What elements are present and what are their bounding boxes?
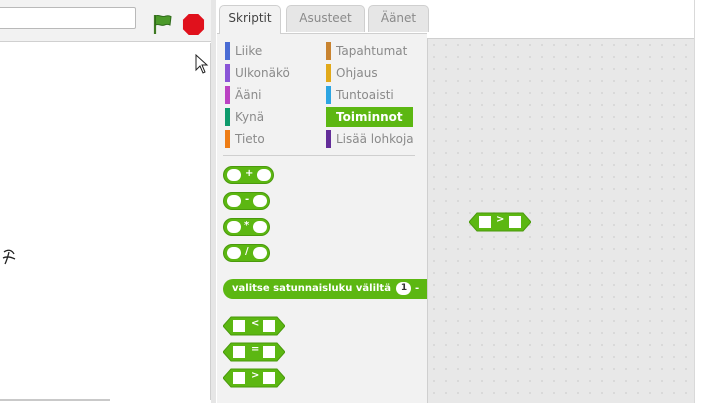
category-color-swatch [225, 86, 230, 104]
block-label: valitse satunnaisluku väliltä [232, 283, 391, 294]
equals-block[interactable]: = [223, 342, 285, 362]
subtract-block[interactable]: - [223, 192, 270, 210]
category-color-swatch [326, 130, 331, 148]
sprite-icon [2, 249, 16, 265]
category-label: Tuntoaisti [336, 88, 394, 102]
operator-label: - [245, 194, 250, 205]
category-label: Tieto [235, 132, 265, 146]
value-slot[interactable] [263, 372, 275, 384]
palette-divider [223, 155, 415, 156]
value-slot[interactable] [233, 320, 245, 332]
operator-label: + [245, 168, 254, 179]
divide-block[interactable]: / [223, 244, 270, 262]
greater-than-block[interactable]: > [469, 212, 531, 232]
number-slot[interactable] [253, 195, 267, 207]
category-color-swatch [225, 130, 230, 148]
value-slot[interactable] [263, 320, 275, 332]
category-label: Tapahtumat [336, 44, 408, 58]
value-slot[interactable] [479, 216, 491, 228]
value-slot[interactable] [233, 372, 245, 384]
value-slot[interactable] [233, 346, 245, 358]
panel-divider [211, 0, 216, 403]
category-label: Liike [235, 44, 263, 58]
tab-sounds[interactable]: Äänet [368, 5, 429, 32]
window-edge [694, 0, 702, 403]
multiply-block[interactable]: * [223, 218, 270, 236]
category-color-swatch [326, 42, 331, 60]
category-events[interactable]: Tapahtumat [326, 42, 407, 60]
number-slot[interactable] [227, 169, 241, 181]
number-slot[interactable] [227, 195, 241, 207]
greater-than-block[interactable]: > [223, 368, 285, 388]
green-flag-icon[interactable] [150, 12, 174, 36]
category-color-swatch [326, 64, 331, 82]
number-slot[interactable] [253, 247, 267, 259]
pick-random-block[interactable]: valitse satunnaisluku väliltä 1 - [223, 279, 427, 299]
category-motion[interactable]: Liike [225, 42, 262, 60]
category-label: Toiminnot [336, 110, 403, 124]
number-slot[interactable]: 1 [396, 281, 412, 295]
block-palette: Liike Tapahtumat Ulkonäkö Ohjaus Ääni Tu… [217, 33, 427, 403]
category-label: Ohjaus [336, 66, 378, 80]
operator-label: > [251, 370, 260, 381]
operator-label: * [244, 220, 250, 231]
tab-scripts[interactable]: Skriptit [219, 5, 281, 34]
operator-label: > [496, 214, 505, 225]
stage-canvas[interactable] [0, 43, 211, 400]
project-title-input[interactable] [0, 7, 136, 29]
category-color-swatch [225, 42, 230, 60]
stop-sign-icon[interactable] [182, 13, 205, 36]
operator-label: / [245, 246, 249, 257]
value-slot[interactable] [509, 216, 521, 228]
category-data[interactable]: Tieto [225, 130, 265, 148]
category-color-swatch [225, 64, 230, 82]
category-label: Ulkonäkö [235, 66, 290, 80]
category-label: Kynä [235, 110, 265, 124]
category-color-swatch [326, 86, 331, 104]
number-slot[interactable] [257, 169, 271, 181]
stage-header [0, 0, 211, 42]
number-slot[interactable] [227, 221, 241, 233]
category-pen[interactable]: Kynä [225, 108, 264, 126]
category-label: Ääni [235, 88, 262, 102]
number-slot[interactable] [227, 247, 241, 259]
operator-label: = [251, 344, 260, 355]
block-label-tail: - [414, 283, 420, 294]
number-slot[interactable] [253, 221, 267, 233]
scripts-area[interactable]: > [427, 38, 694, 403]
stage-scrollbar[interactable] [0, 399, 110, 401]
category-sensing[interactable]: Tuntoaisti [326, 86, 394, 104]
operator-label: < [251, 318, 260, 329]
tab-costumes[interactable]: Asusteet [286, 5, 365, 32]
category-sound[interactable]: Ääni [225, 86, 262, 104]
category-control[interactable]: Ohjaus [326, 64, 378, 82]
add-block[interactable]: + [223, 166, 274, 184]
value-slot[interactable] [263, 346, 275, 358]
mouse-cursor-icon [195, 54, 209, 74]
less-than-block[interactable]: < [223, 316, 285, 336]
category-operators[interactable]: Toiminnot [326, 107, 413, 127]
category-color-swatch [225, 108, 230, 126]
category-label: Lisää lohkoja [336, 132, 414, 146]
category-more-blocks[interactable]: Lisää lohkoja [326, 130, 414, 148]
category-looks[interactable]: Ulkonäkö [225, 64, 290, 82]
